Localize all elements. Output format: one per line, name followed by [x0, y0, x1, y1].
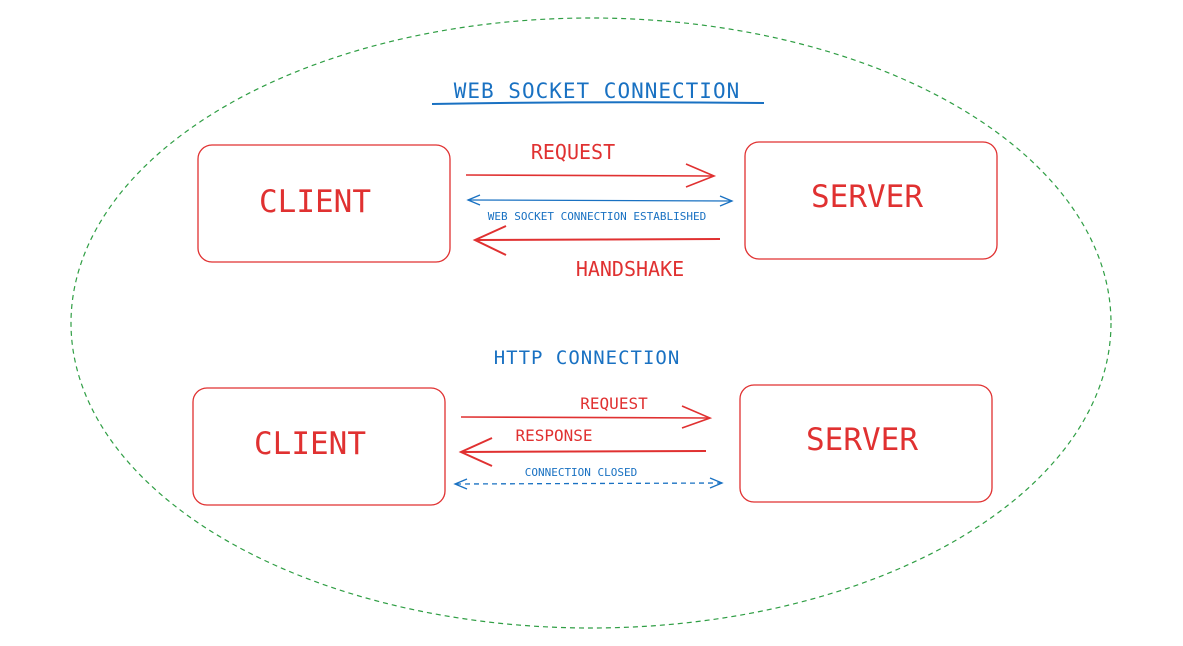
websocket-server-box: SERVER [744, 141, 998, 260]
http-closed-label: CONNECTION CLOSED [525, 466, 638, 479]
http-server-box: SERVER [739, 384, 993, 503]
websocket-request-arrow [465, 163, 717, 188]
websocket-client-label: CLIENT [259, 184, 371, 220]
http-title: HTTP CONNECTION [494, 347, 681, 369]
websocket-title-underline [431, 101, 765, 105]
http-section: HTTP CONNECTION CLIENT SERVER REQUEST RE… [192, 347, 993, 506]
http-client-label: CLIENT [254, 426, 366, 462]
http-client-box: CLIENT [192, 387, 446, 506]
websocket-established-double-arrow [466, 194, 734, 207]
http-request-arrow [460, 405, 713, 429]
http-response-arrow [458, 437, 707, 467]
websocket-client-box: CLIENT [197, 144, 451, 263]
websocket-handshake-arrow [472, 225, 721, 256]
http-closed-double-arrow [453, 477, 724, 490]
http-response-label: RESPONSE [515, 426, 592, 445]
http-server-label: SERVER [806, 422, 918, 458]
http-request-label: REQUEST [580, 394, 648, 413]
outer-boundary-ellipse [70, 17, 1112, 629]
websocket-request-label: REQUEST [531, 140, 615, 164]
websocket-handshake-label: HANDSHAKE [576, 257, 684, 281]
websocket-title: WEB SOCKET CONNECTION [454, 79, 741, 103]
websocket-server-label: SERVER [811, 179, 923, 215]
websocket-established-label: WEB SOCKET CONNECTION ESTABLISHED [488, 210, 707, 223]
websocket-section: WEB SOCKET CONNECTION CLIENT SERVER REQU… [197, 79, 998, 281]
